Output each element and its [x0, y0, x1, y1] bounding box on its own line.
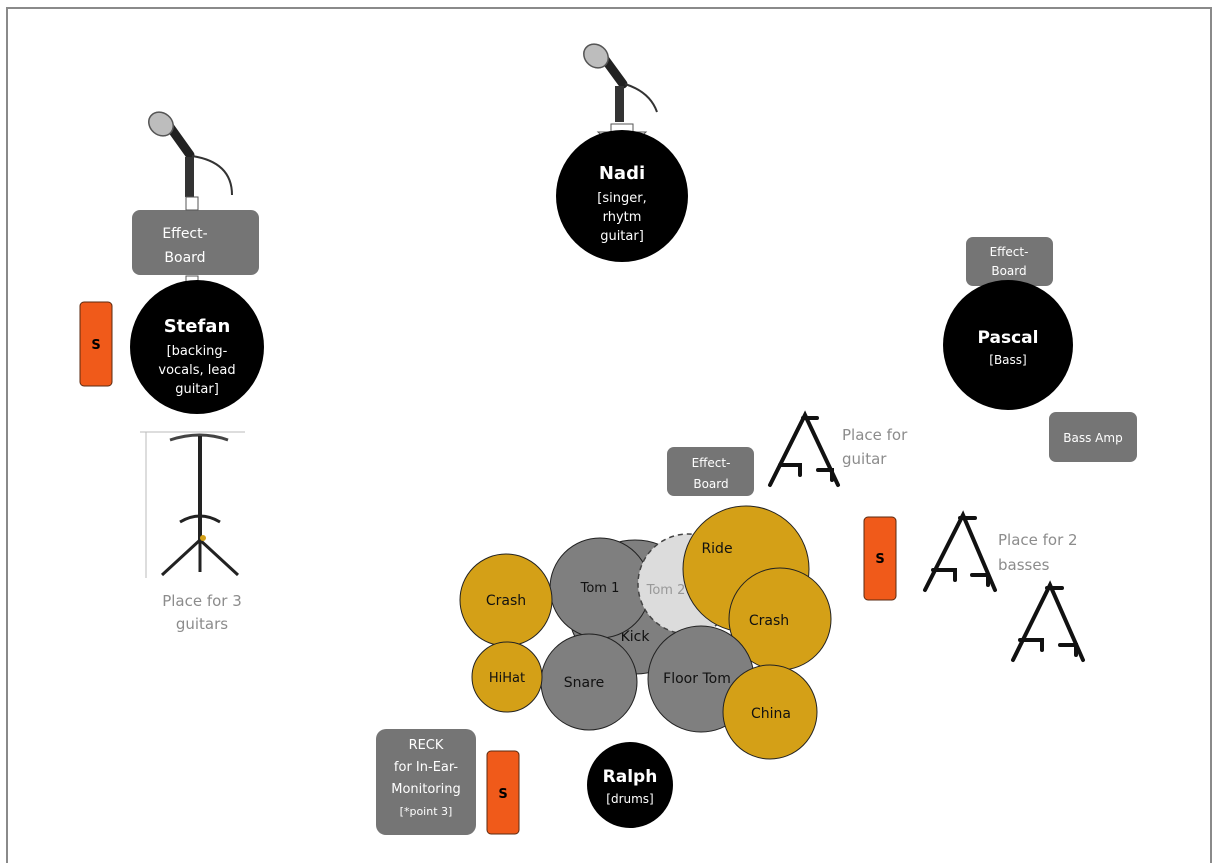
guitar-stand-icon-1	[768, 410, 840, 487]
microphone-icon-stefan	[148, 111, 233, 197]
person-circle-nadi	[556, 130, 688, 262]
effect-board-pascal	[966, 237, 1053, 286]
place-guitar-2: guitar	[842, 450, 887, 468]
effect-board-stefan-label-2: Board	[164, 250, 205, 266]
reck-label-1: RECK	[409, 738, 444, 753]
reck-box	[376, 729, 476, 835]
effect-board-pascal-label-2: Board	[991, 264, 1026, 278]
person-name-ralph: Ralph	[603, 767, 658, 787]
cymbal-ride-label: Ride	[701, 541, 732, 557]
person-circle-pascal	[943, 280, 1073, 410]
speaker-stefan	[79, 301, 113, 387]
cymbal-china	[722, 664, 818, 760]
effect-board-stefan	[132, 210, 259, 275]
effect-board-center-label-1: Effect-	[692, 456, 731, 470]
person-role-pascal-1: [Bass]	[989, 353, 1026, 367]
effect-board-center-label-2: Board	[693, 477, 728, 491]
cymbal-crash-right-label: Crash	[749, 613, 789, 629]
person-circle-stefan	[130, 280, 264, 414]
place-guitar-1: Place for	[842, 426, 908, 444]
reck-label-4: [*point 3]	[400, 805, 453, 818]
person-role-ralph-1: [drums]	[606, 792, 653, 806]
person-name-nadi: Nadi	[599, 163, 645, 184]
person-role-nadi-3: guitar]	[600, 229, 644, 244]
bass-stand-icon-2	[1011, 580, 1085, 662]
effect-board-pascal-label-1: Effect-	[990, 245, 1029, 259]
cymbal-hihat	[471, 641, 543, 713]
person-role-stefan-2: vocals, lead	[158, 363, 235, 378]
person-role-nadi-2: rhytm	[603, 210, 642, 225]
cymbal-crash-left-label: Crash	[486, 593, 526, 609]
reck-label-2: for In-Ear-	[394, 760, 458, 775]
person-circle-ralph	[587, 742, 673, 828]
speaker-right	[863, 516, 897, 601]
speaker-bottom-label: S	[498, 787, 507, 802]
microphone-icon-nadi	[583, 43, 658, 122]
reck-label-3: Monitoring	[391, 782, 461, 797]
drum-snare-label: Snare	[564, 675, 604, 691]
effect-board-stefan-label-1: Effect-	[162, 226, 207, 242]
speaker-right-label: S	[875, 552, 884, 567]
person-role-nadi-1: [singer,	[597, 191, 646, 206]
guitar-stand-icon-3	[140, 431, 245, 578]
person-role-stefan-1: [backing-	[167, 344, 228, 359]
drum-floor-tom-label: Floor Tom	[663, 671, 731, 687]
place-2-basses-2: basses	[998, 556, 1050, 574]
speaker-stefan-label: S	[91, 338, 100, 353]
person-name-pascal: Pascal	[978, 328, 1039, 348]
person-role-stefan-3: guitar]	[175, 382, 219, 397]
place-3-guitars-1: Place for 3	[162, 592, 242, 610]
person-name-stefan: Stefan	[164, 316, 231, 337]
place-2-basses-1: Place for 2	[998, 531, 1078, 549]
bass-stand-icon-1	[923, 510, 997, 592]
drum-tom1-label: Tom 1	[580, 581, 620, 596]
cymbal-china-label: China	[751, 706, 791, 722]
drum-tom2-label: Tom 2	[646, 583, 686, 598]
cymbal-hihat-label: HiHat	[489, 671, 525, 686]
bass-amp	[1049, 412, 1137, 462]
drum-kick-label: Kick	[621, 629, 651, 645]
place-3-guitars-2: guitars	[176, 615, 228, 633]
speaker-bottom	[486, 750, 520, 835]
effect-board-center	[667, 447, 754, 496]
bass-amp-label: Bass Amp	[1063, 431, 1122, 445]
